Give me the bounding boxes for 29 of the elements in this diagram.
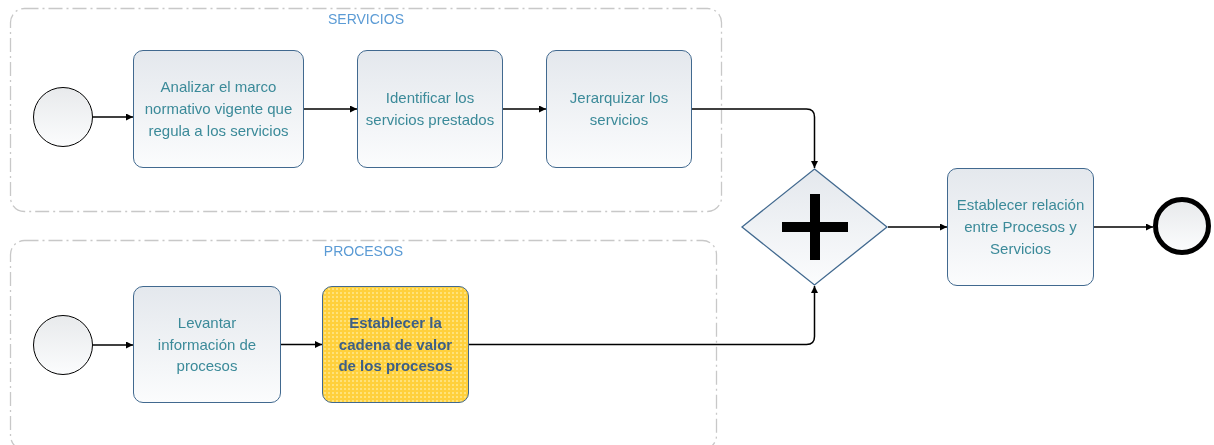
task-box	[546, 50, 692, 168]
task-box	[322, 286, 469, 403]
task-label: Levantar información de procesos	[156, 312, 258, 377]
start-event-circle	[33, 87, 93, 147]
task-label: Establecer relación entre Procesos y Servicios	[955, 195, 1086, 259]
sequence-flow-arrow	[691, 108, 818, 169]
start-event-circle	[33, 315, 93, 375]
task-label: Analizar el marco normativo vigente que regula a los servicios	[143, 77, 294, 141]
task-label: Jerarquizar los servicios	[568, 88, 670, 130]
swimlane	[10, 8, 722, 212]
task-box	[133, 50, 304, 168]
task-box	[133, 286, 281, 403]
task-box	[357, 50, 503, 168]
task-label: Establecer la cadena de valor de los procesos	[337, 312, 454, 377]
task-box	[947, 168, 1094, 286]
sequence-flow-arrow	[1093, 223, 1154, 231]
task-label: Identificar los servicios prestados	[364, 88, 496, 130]
sequence-flow-arrow	[468, 285, 818, 346]
swimlane	[10, 240, 717, 445]
sequence-flow-arrow	[92, 113, 134, 121]
sequence-flow-arrow	[280, 341, 323, 348]
sequence-flow-arrow	[502, 105, 547, 113]
gateway-diamond	[741, 168, 888, 286]
sequence-flow-arrow	[887, 223, 948, 231]
sequence-flow-arrow	[303, 105, 358, 113]
lane-label: PROCESOS	[322, 243, 405, 259]
end-event-circle	[1153, 197, 1211, 255]
lane-label: SERVICIOS	[327, 11, 405, 27]
sequence-flow-arrow	[92, 341, 134, 349]
